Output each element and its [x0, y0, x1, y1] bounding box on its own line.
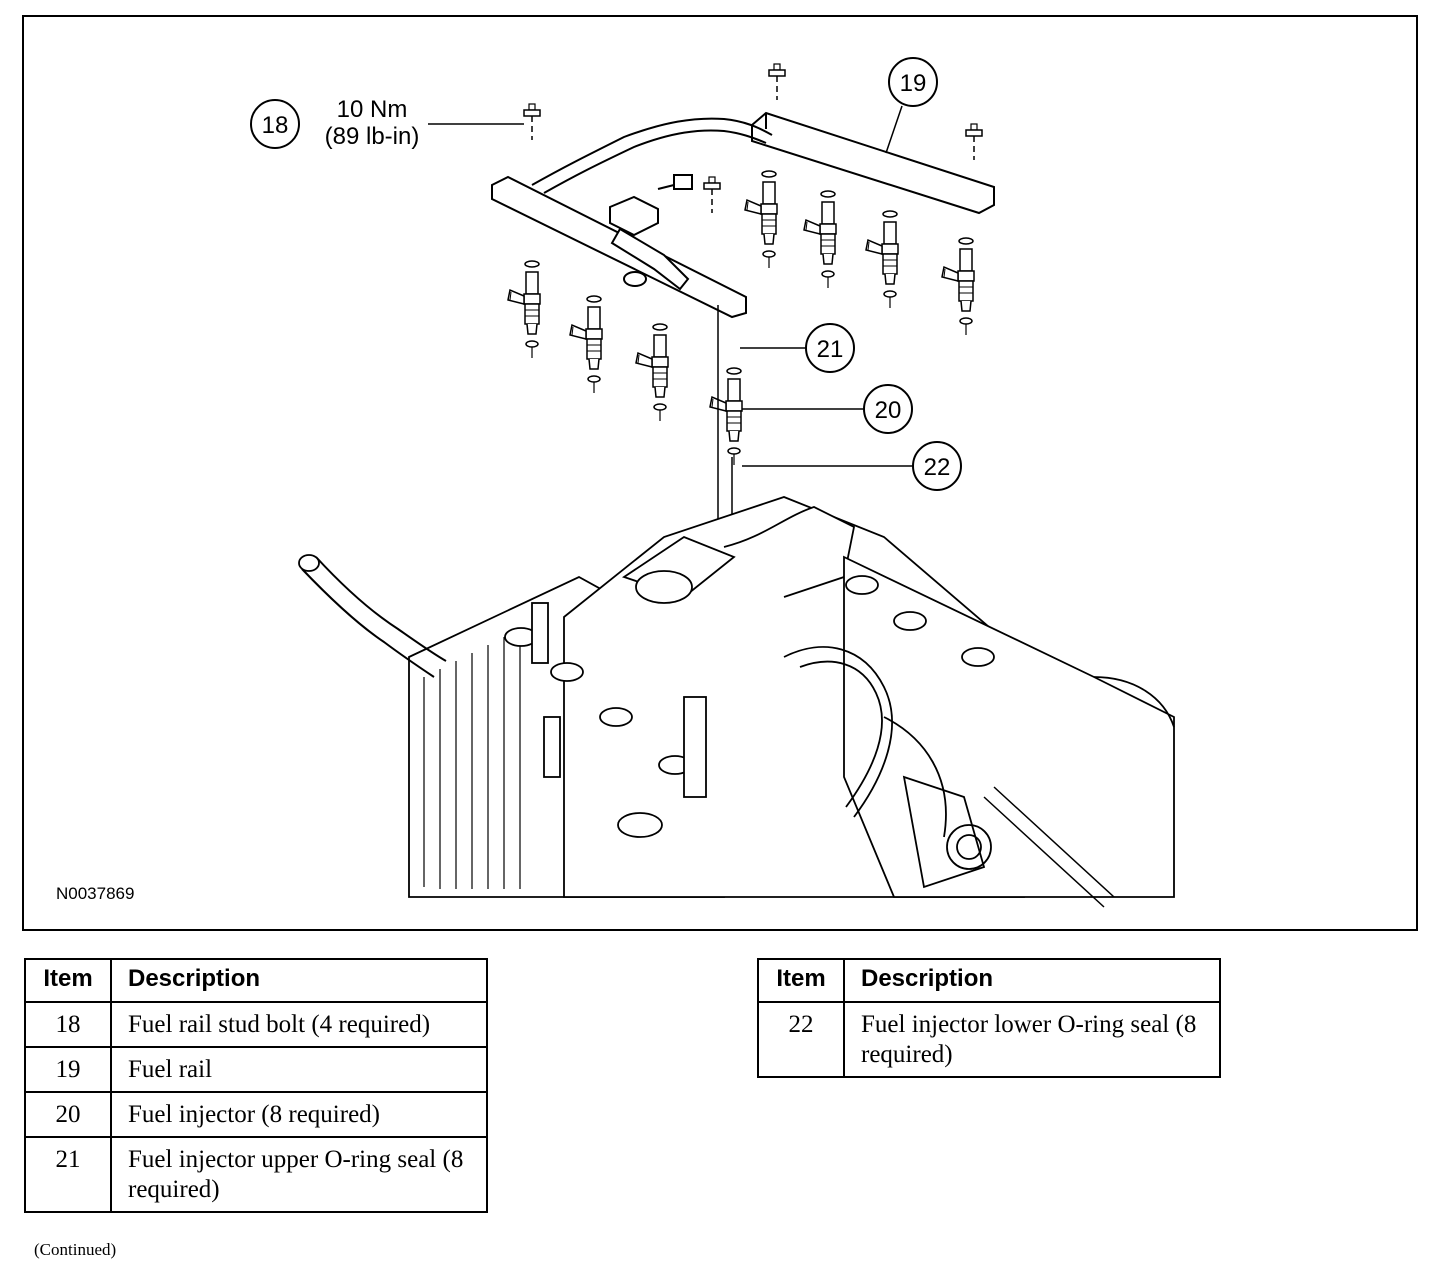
callout-21: 21	[740, 323, 855, 373]
callout-19-number: 19	[900, 70, 927, 97]
fuel-rail-19	[491, 111, 995, 319]
callout-18-number: 18	[262, 112, 289, 139]
exploded-view-figure: 18 10 Nm (89 lb-in) 19 21 20 22 N0037869	[22, 15, 1418, 931]
fuel-rail-exploded-diagram: 18 10 Nm (89 lb-in) 19 21 20 22 N0037869	[56, 57, 1175, 908]
legend-header-row: Item Description	[24, 958, 488, 1003]
callout-22-number: 22	[924, 454, 951, 481]
callout-22: 22	[742, 441, 962, 491]
table-row: 21 Fuel injector upper O-ring seal (8 re…	[24, 1136, 488, 1213]
torque-spec-lb-in: (89 lb-in)	[325, 123, 420, 150]
torque-spec-nm: 10 Nm	[337, 96, 408, 123]
table-row: 22 Fuel injector lower O-ring seal (8 re…	[757, 1001, 1221, 1078]
legend-header-row: Item Description	[757, 958, 1221, 1003]
item-number: 21	[24, 1136, 112, 1213]
callout-19: 19	[885, 57, 938, 154]
item-description: Fuel rail stud bolt (4 required)	[110, 1001, 488, 1048]
item-number: 19	[24, 1046, 112, 1093]
column-header-description: Description	[843, 958, 1221, 1003]
legend-table-left: Item Description 18 Fuel rail stud bolt …	[24, 958, 488, 1213]
column-header-description: Description	[110, 958, 488, 1003]
callout-18: 18 10 Nm (89 lb-in)	[250, 96, 524, 150]
legend-table-right: Item Description 22 Fuel injector lower …	[757, 958, 1221, 1078]
item-number: 20	[24, 1091, 112, 1138]
callout-20: 20	[742, 384, 913, 434]
table-row: 18 Fuel rail stud bolt (4 required)	[24, 1001, 488, 1048]
table-row: 19 Fuel rail	[24, 1046, 488, 1093]
item-number: 18	[24, 1001, 112, 1048]
item-description: Fuel injector lower O-ring seal (8 requi…	[843, 1001, 1221, 1078]
engine-assembly	[298, 496, 1175, 908]
item-description: Fuel rail	[110, 1046, 488, 1093]
continued-note: (Continued)	[34, 1240, 117, 1259]
figure-id: N0037869	[56, 884, 134, 903]
item-description: Fuel injector (8 required)	[110, 1091, 488, 1138]
callout-21-number: 21	[817, 336, 844, 363]
column-header-item: Item	[24, 958, 112, 1003]
item-description: Fuel injector upper O-ring seal (8 requi…	[110, 1136, 488, 1213]
column-header-item: Item	[757, 958, 845, 1003]
callout-20-number: 20	[875, 397, 902, 424]
item-number: 22	[757, 1001, 845, 1078]
table-row: 20 Fuel injector (8 required)	[24, 1091, 488, 1138]
